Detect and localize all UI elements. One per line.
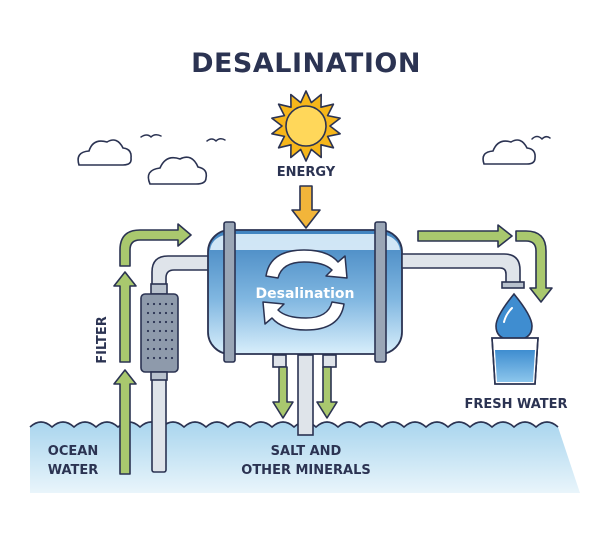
salt-arrow-icon: [272, 366, 338, 419]
cloud-icon: [77, 139, 132, 166]
page-title: DESALINATION: [191, 48, 421, 79]
bird-icon: [140, 133, 551, 143]
water-drop-icon: [495, 292, 533, 341]
filter-unit: [140, 283, 179, 381]
energy-label: ENERGY: [277, 165, 336, 180]
energy-arrow-icon: [291, 185, 321, 229]
salt-label-line1: SALT AND: [271, 444, 342, 459]
filter-label: FILTER: [95, 316, 110, 364]
recycle-arrows-icon: [262, 249, 348, 331]
glass-icon: [491, 337, 539, 385]
fresh-water-label: FRESH WATER: [464, 397, 567, 412]
brine-outlet-pipes: [272, 354, 337, 436]
sun-icon: [271, 90, 341, 162]
flow-arrow-icon: [113, 223, 192, 475]
desalination-tank: [207, 221, 403, 363]
cloud-icon: [482, 139, 536, 165]
ocean-label-line2: WATER: [48, 463, 99, 478]
cloud-icon: [147, 156, 208, 185]
ocean-water: [29, 421, 580, 493]
ocean-label-line1: OCEAN: [48, 444, 98, 459]
salt-label-line2: OTHER MINERALS: [241, 463, 370, 478]
flow-arrow-icon: [417, 224, 553, 303]
fresh-water-pipe: [401, 253, 525, 289]
tank-label: Desalination: [256, 286, 355, 302]
